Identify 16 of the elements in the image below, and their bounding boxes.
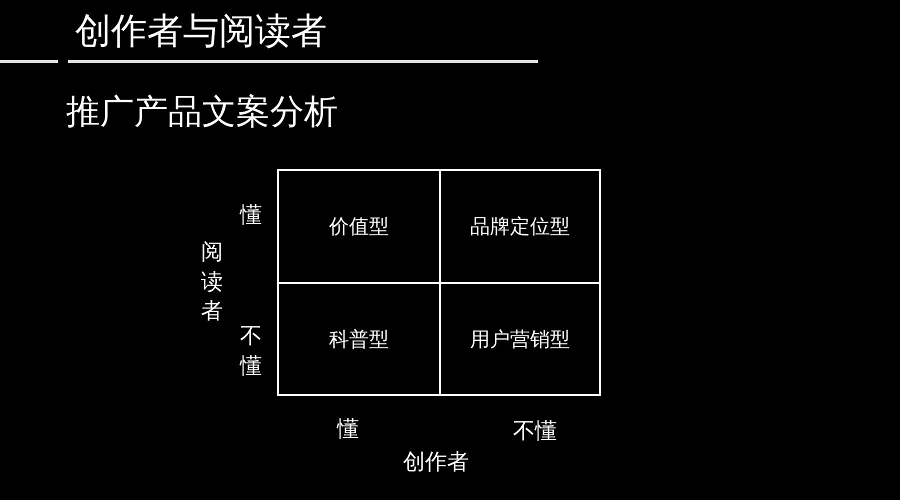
cell-label: 品牌定位型 xyxy=(470,213,570,240)
axis-title: 创作者 xyxy=(403,449,469,477)
axis-label: 懂 xyxy=(337,416,359,444)
cell-label: 科普型 xyxy=(329,326,389,352)
axis-label: 懂 xyxy=(240,202,262,230)
axis-label: 不懂 xyxy=(513,418,557,446)
axis-label: 不懂 xyxy=(240,323,262,381)
cell-label: 价值型 xyxy=(329,213,389,240)
cell-label: 用户营销型 xyxy=(470,326,570,352)
matrix-cell xyxy=(439,282,601,396)
slide-title: 创作者与阅读者 xyxy=(75,10,327,54)
axis-title: 阅读者 xyxy=(201,239,223,326)
matrix-cell xyxy=(439,169,601,284)
subtitle: 推广产品文案分析 xyxy=(66,91,338,134)
matrix-cell xyxy=(277,282,441,396)
matrix-cell xyxy=(277,169,441,284)
